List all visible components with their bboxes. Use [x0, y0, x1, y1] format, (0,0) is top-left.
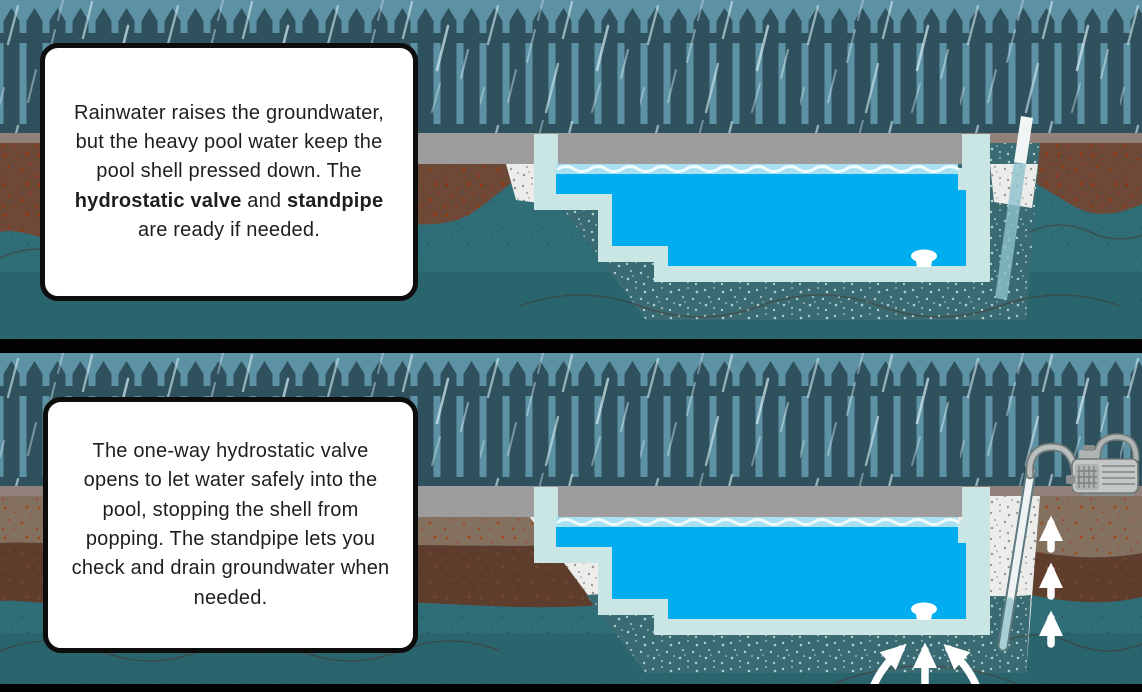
caption-box-before: Rainwater raises the groundwater, but th…	[40, 43, 418, 301]
pool-deck	[413, 133, 962, 164]
water-surface-crest	[556, 165, 960, 173]
pool-water	[556, 523, 966, 619]
pump-hose	[1025, 442, 1081, 484]
bottom-bar	[0, 684, 1142, 692]
drain-pump	[1066, 433, 1140, 496]
caption-text-after: The one-way hydrostatic valve opens to l…	[71, 439, 390, 609]
panel-divider-bar	[0, 339, 1142, 353]
caption-box-after: The one-way hydrostatic valve opens to l…	[43, 397, 418, 653]
water-surface-crest	[556, 518, 960, 526]
water-flow-arrows	[870, 515, 1063, 684]
water-surface	[556, 517, 958, 527]
hydrostatic-valve-drain	[911, 249, 937, 267]
standpipe	[995, 116, 1033, 300]
standpipe	[997, 465, 1037, 652]
pool-deck	[413, 486, 962, 517]
pool-water	[556, 170, 966, 266]
hydrostatic-valve-drain	[911, 602, 937, 620]
caption-text-before: Rainwater raises the groundwater, but th…	[73, 101, 385, 242]
water-surface	[556, 164, 958, 174]
